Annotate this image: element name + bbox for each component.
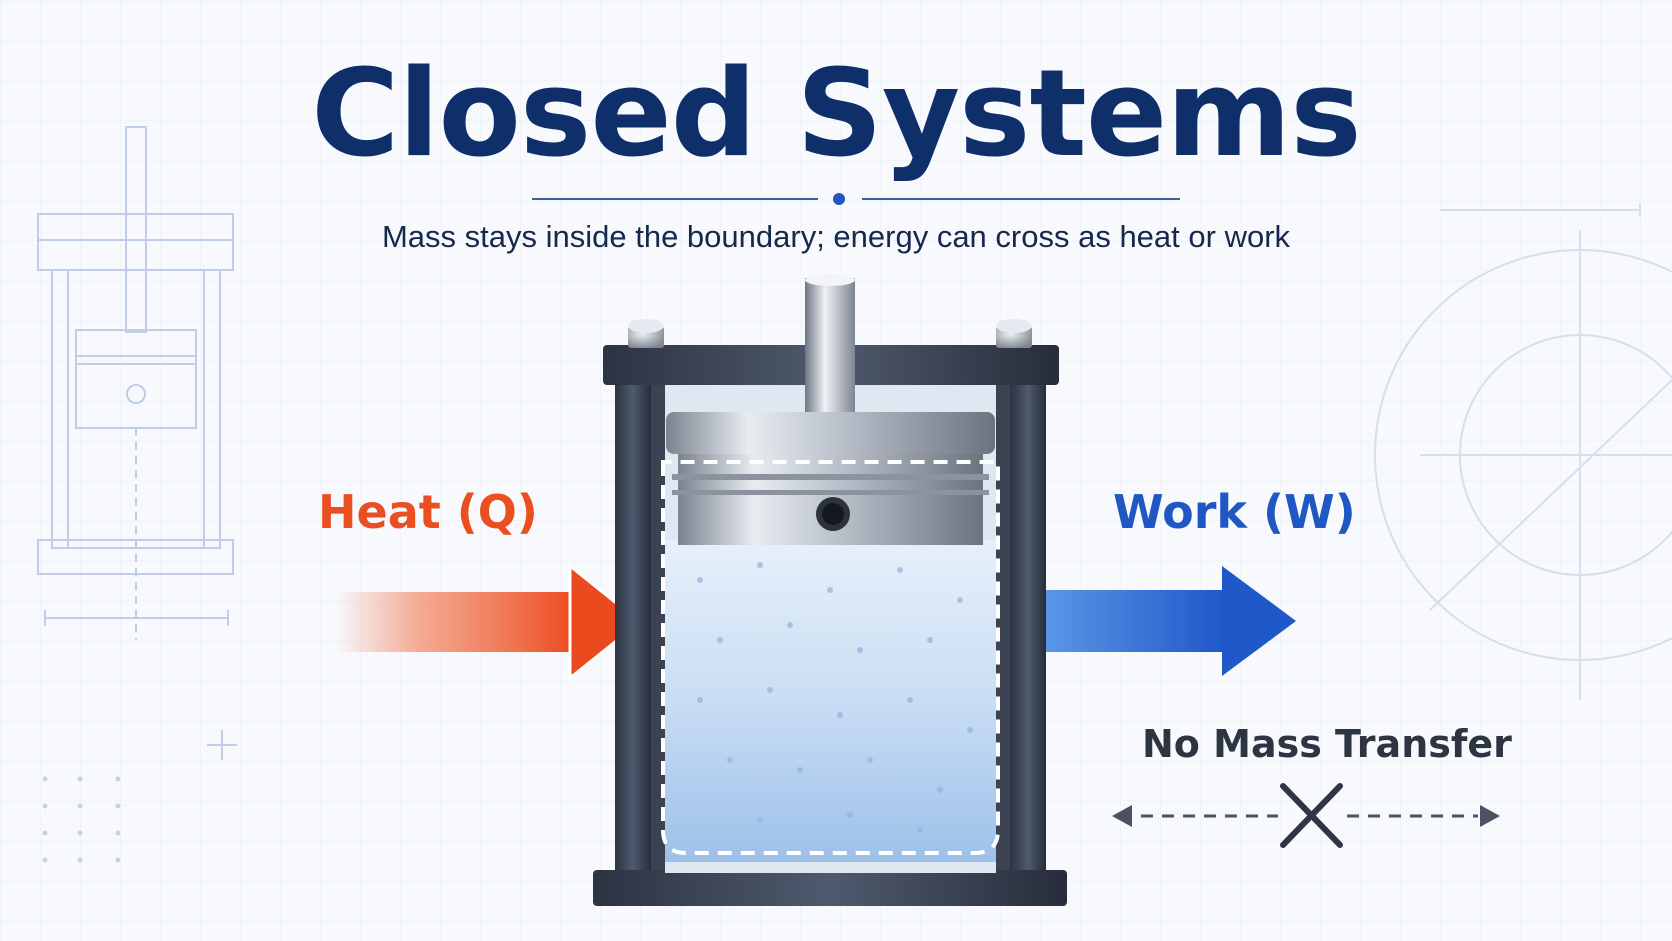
page-title: Closed Systems <box>311 45 1361 184</box>
blocked-x-icon <box>1280 783 1343 848</box>
cylinder-left-wall <box>615 385 651 873</box>
piston-cylinder <box>593 274 1067 906</box>
cylinder-base-plate <box>593 870 1067 906</box>
gas-fill <box>665 540 996 862</box>
blueprint-piston-sketch <box>37 126 237 760</box>
blueprint-circle-sketch <box>1374 203 1672 700</box>
subtitle: Mass stays inside the boundary; energy c… <box>381 219 1291 254</box>
piston-head <box>666 412 995 545</box>
cylinder-right-wall <box>1010 385 1046 873</box>
piston-rod <box>805 278 855 416</box>
no-mass-transfer-indicator <box>1112 783 1500 848</box>
title-divider <box>532 193 1180 205</box>
gas-particles <box>697 562 973 833</box>
work-label: Work (W) <box>1113 485 1356 539</box>
heat-label: Heat (Q) <box>318 485 538 539</box>
heat-arrow <box>335 562 643 682</box>
blueprint-dots <box>42 776 121 863</box>
no-mass-transfer-label: No Mass Transfer <box>1142 722 1512 766</box>
system-boundary <box>661 460 1000 855</box>
